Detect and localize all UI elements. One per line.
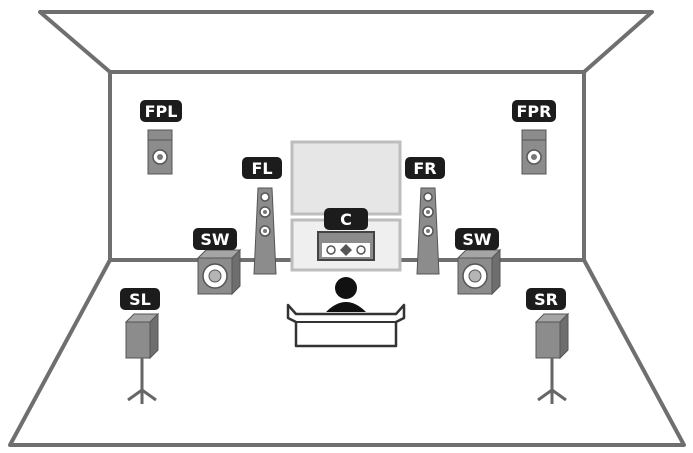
label-sw-right: SW (455, 228, 499, 250)
label-fpr: FPR (512, 100, 556, 122)
label-sl: SL (120, 288, 160, 310)
label-sr: SR (526, 288, 566, 310)
label-c-text: C (340, 210, 352, 229)
label-fr-text: FR (413, 159, 436, 178)
label-fpr-text: FPR (517, 102, 552, 121)
label-fl-text: FL (251, 159, 272, 178)
front-presence-left-speaker (147, 129, 173, 175)
subwoofer-left (196, 248, 242, 296)
label-sr-text: SR (534, 290, 558, 309)
front-presence-right-speaker (521, 129, 547, 175)
label-badges: FPL FPR FL FR C SW SW SL (120, 100, 566, 310)
subwoofer-right (456, 248, 502, 296)
label-sw-left: SW (193, 228, 237, 250)
center-speaker (317, 231, 375, 261)
surround-left-speaker (124, 312, 160, 404)
label-fl: FL (242, 157, 282, 179)
front-right-speaker (416, 187, 440, 275)
label-sw-right-text: SW (462, 230, 492, 249)
label-fpl: FPL (140, 100, 182, 122)
surround-right-speaker (534, 312, 570, 404)
label-c: C (324, 208, 368, 230)
tv-unit (290, 140, 402, 272)
listener-sofa (286, 277, 406, 348)
label-sw-left-text: SW (200, 230, 230, 249)
label-fr: FR (405, 157, 445, 179)
label-sl-text: SL (129, 290, 151, 309)
label-fpl-text: FPL (145, 102, 178, 121)
sofa (286, 303, 406, 348)
listener-body (326, 302, 366, 312)
room-ceiling (38, 10, 654, 74)
listener-head (335, 277, 357, 299)
tv-screen (290, 140, 402, 216)
front-left-speaker (253, 187, 277, 275)
